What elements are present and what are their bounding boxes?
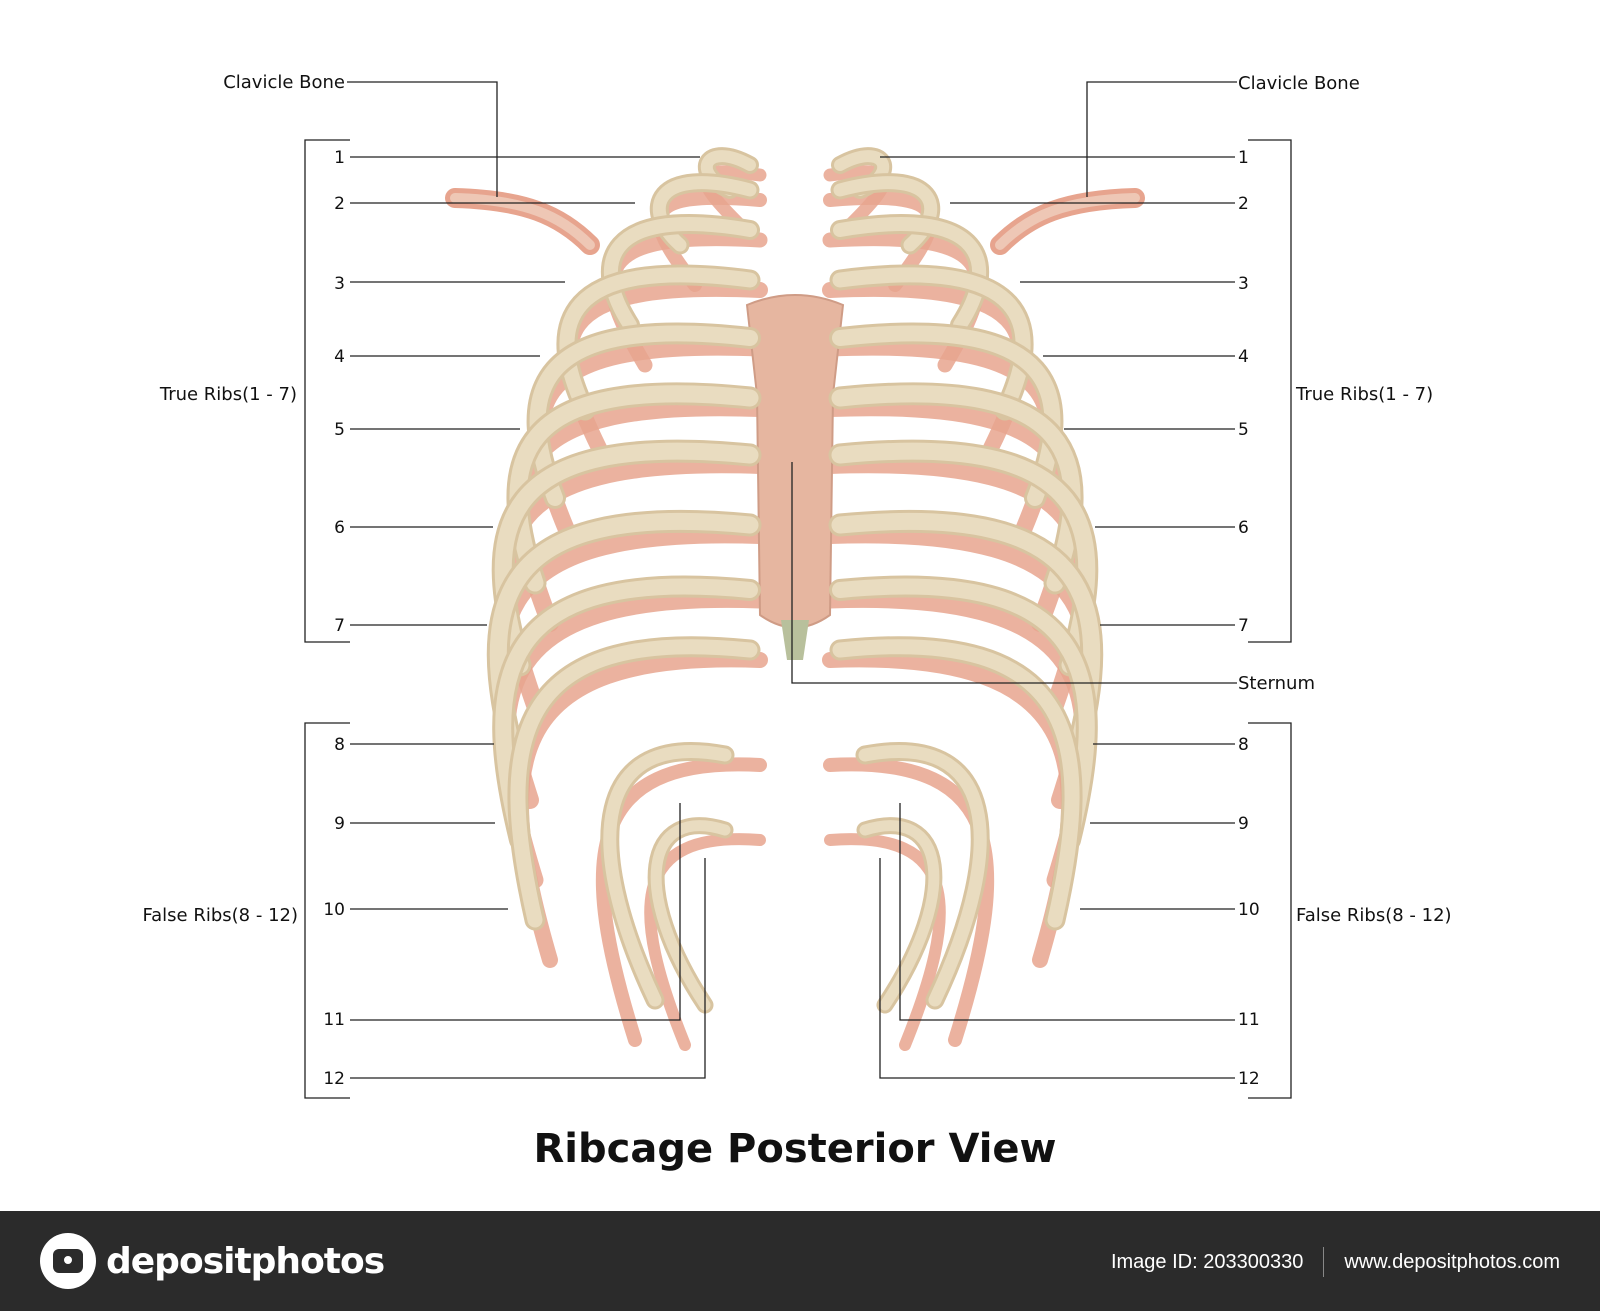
site-url[interactable]: www.depositphotos.com [1344,1250,1560,1273]
rib-highlight-right-4 [832,267,1031,418]
bracket-true-left [304,139,350,643]
sternum-shape [745,294,845,629]
bracket-false-left [304,722,350,1099]
rib-back-right-10 [822,651,1078,968]
leader-clavicle-right [1086,81,1237,197]
label-sternum: Sternum [1238,673,1315,694]
bracket-false-right [1248,722,1292,1099]
rib-highlight-right-5 [832,325,1061,506]
leader-sternum [791,462,1237,684]
label-false-ribs-left: False Ribs(8 - 12) [142,905,298,926]
rib-number-right-9: 9 [1238,814,1249,834]
rib-number-left-9: 9 [334,814,345,834]
rib-number-right-7: 7 [1238,616,1249,636]
rib-leader-lines [350,156,1235,1079]
clavicle-highlight-right [995,193,1140,250]
rib-highlight-left-3 [603,217,757,332]
rib-highlight-left-4 [559,267,758,418]
rib-highlight-right-12 [859,820,940,1011]
rib-highlight-left-9 [495,578,758,848]
rib-number-left-11: 11 [323,1010,345,1030]
meta-divider [1323,1247,1325,1277]
rib-number-right-2: 2 [1238,194,1249,214]
rib-number-left-8: 8 [334,735,345,755]
rib-numbers-left: 1 2 3 4 5 6 7 8 9 10 11 12 [323,148,345,1089]
bracket-true-right [1248,139,1292,643]
rib-highlight-left-10 [510,639,758,928]
rib-number-right-8: 8 [1238,735,1249,755]
ribcage-illustration [445,147,1145,1051]
rib-number-right-12: 12 [1238,1069,1260,1089]
brand-logo[interactable]: depositphotos [40,1233,385,1289]
rib-number-left-12: 12 [323,1069,345,1089]
rib-leader-right-12 [879,858,1235,1079]
rib-highlight-left-11 [603,744,732,1007]
rib-highlight-left-5 [529,325,758,506]
rib-number-right-10: 10 [1238,900,1260,920]
leader-clavicle-left [347,81,498,197]
rib-highlight-right-11 [858,744,987,1007]
rib-number-left-2: 2 [334,194,345,214]
footer-bar: depositphotos Image ID: 203300330 www.de… [0,1211,1600,1311]
camera-icon [40,1233,96,1289]
rib-number-right-11: 11 [1238,1010,1260,1030]
rib-number-left-7: 7 [334,616,345,636]
rib-number-right-6: 6 [1238,518,1249,538]
rib-highlight-right-9 [832,578,1095,848]
label-true-ribs-right: True Ribs(1 - 7) [1295,384,1433,405]
leader-lines [304,81,1292,1099]
rib-number-right-4: 4 [1238,347,1249,367]
rib-leader-left-11 [350,803,681,1021]
label-true-ribs-left: True Ribs(1 - 7) [159,384,297,405]
label-clavicle-left: Clavicle Bone [223,72,345,93]
rib-number-left-3: 3 [334,274,345,294]
rib-highlight-right-6 [831,385,1081,592]
rib-leader-right-11 [899,803,1235,1021]
rib-highlight-left-6 [509,385,759,592]
rib-highlight-right-3 [833,217,987,332]
ribcage-diagram: Clavicle Bone Clavicle Bone True Ribs(1 … [142,72,1452,1172]
xiphoid-process [781,620,809,660]
rib-number-left-6: 6 [334,518,345,538]
image-meta: Image ID: 203300330 www.depositphotos.co… [1111,1247,1560,1277]
brand-name: depositphotos [106,1240,385,1282]
label-false-ribs-right: False Ribs(8 - 12) [1296,905,1452,926]
rib-number-left-10: 10 [323,900,345,920]
rib-highlight-right-10 [832,639,1080,928]
rib-back-left-10 [512,651,768,968]
image-id: Image ID: 203300330 [1110,1250,1304,1273]
rib-number-left-4: 4 [334,347,345,367]
rib-leader-left-12 [350,858,706,1079]
rib-number-right-3: 3 [1238,274,1249,294]
rib-numbers-right: 1 2 3 4 5 6 7 8 9 10 11 12 [1238,148,1260,1089]
rib-number-left-1: 1 [334,148,345,168]
rib-number-right-5: 5 [1238,420,1249,440]
diagram-title: Ribcage Posterior View [533,1126,1056,1172]
rib-number-left-5: 5 [334,420,345,440]
label-clavicle-right: Clavicle Bone [1238,73,1360,94]
clavicle-highlight-left [450,193,595,250]
rib-number-right-1: 1 [1238,148,1249,168]
